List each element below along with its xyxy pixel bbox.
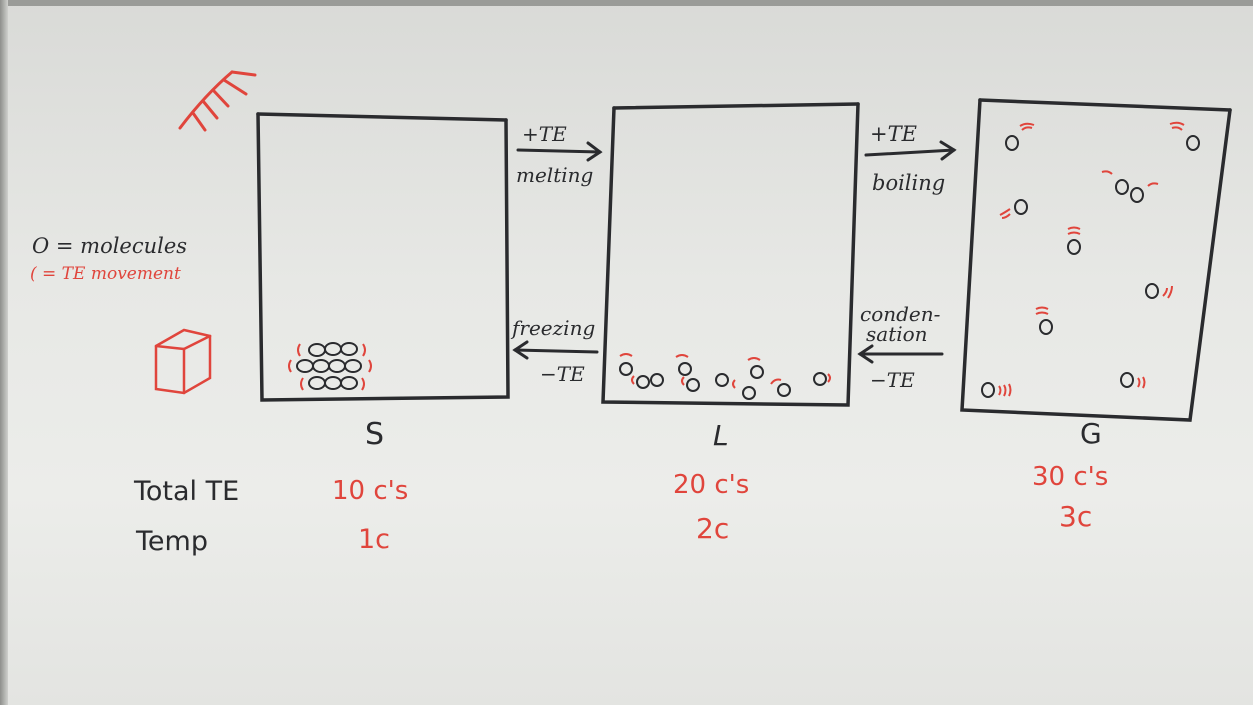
total-te-row-label: Total TE <box>134 476 240 507</box>
board-frame-left <box>0 0 8 705</box>
state-letter-solid: S <box>365 417 385 452</box>
arrow-freezing <box>512 340 599 360</box>
solid-te-marks <box>288 343 372 391</box>
state-letter-liquid: L <box>713 419 729 452</box>
arrow-melting <box>516 141 603 162</box>
temp-gas: 3c <box>1059 500 1093 533</box>
arrow-boiling <box>864 140 957 161</box>
boiling-label: boiling <box>872 171 946 195</box>
solid-container <box>256 112 510 402</box>
liquid-te-marks <box>619 353 831 389</box>
state-letter-gas: G <box>1080 417 1102 450</box>
arrow-condensation <box>857 344 944 364</box>
legend-te-movement: ( = TE movement <box>30 264 181 284</box>
total-te-liquid: 20 c's <box>673 470 750 500</box>
freezing-sign: −TE <box>540 362 585 386</box>
boiling-sign: +TE <box>870 122 917 146</box>
ice-cube-sketch <box>154 328 212 395</box>
condensation-label-line2: sation <box>866 322 928 346</box>
legend-molecules: O = molecules <box>32 234 188 258</box>
total-te-solid: 10 c's <box>332 476 409 506</box>
gas-container <box>960 98 1232 422</box>
liquid-container <box>601 102 860 407</box>
temp-row-label: Temp <box>136 526 208 557</box>
total-te-gas: 30 c's <box>1032 462 1109 492</box>
heat-source-sketch <box>178 70 257 132</box>
melting-label: melting <box>516 163 594 187</box>
melting-sign: +TE <box>522 122 567 146</box>
liquid-molecules <box>619 362 827 400</box>
temp-solid: 1c <box>358 524 391 555</box>
solid-molecules <box>296 342 362 390</box>
temp-liquid: 2c <box>696 512 730 545</box>
freezing-label: freezing <box>512 316 596 340</box>
board-frame-top <box>0 0 1253 6</box>
gas-te-marks <box>998 121 1185 397</box>
gas-molecules <box>981 135 1200 398</box>
condensation-sign: −TE <box>870 368 915 392</box>
condensation-label-line1: conden- <box>860 302 941 326</box>
